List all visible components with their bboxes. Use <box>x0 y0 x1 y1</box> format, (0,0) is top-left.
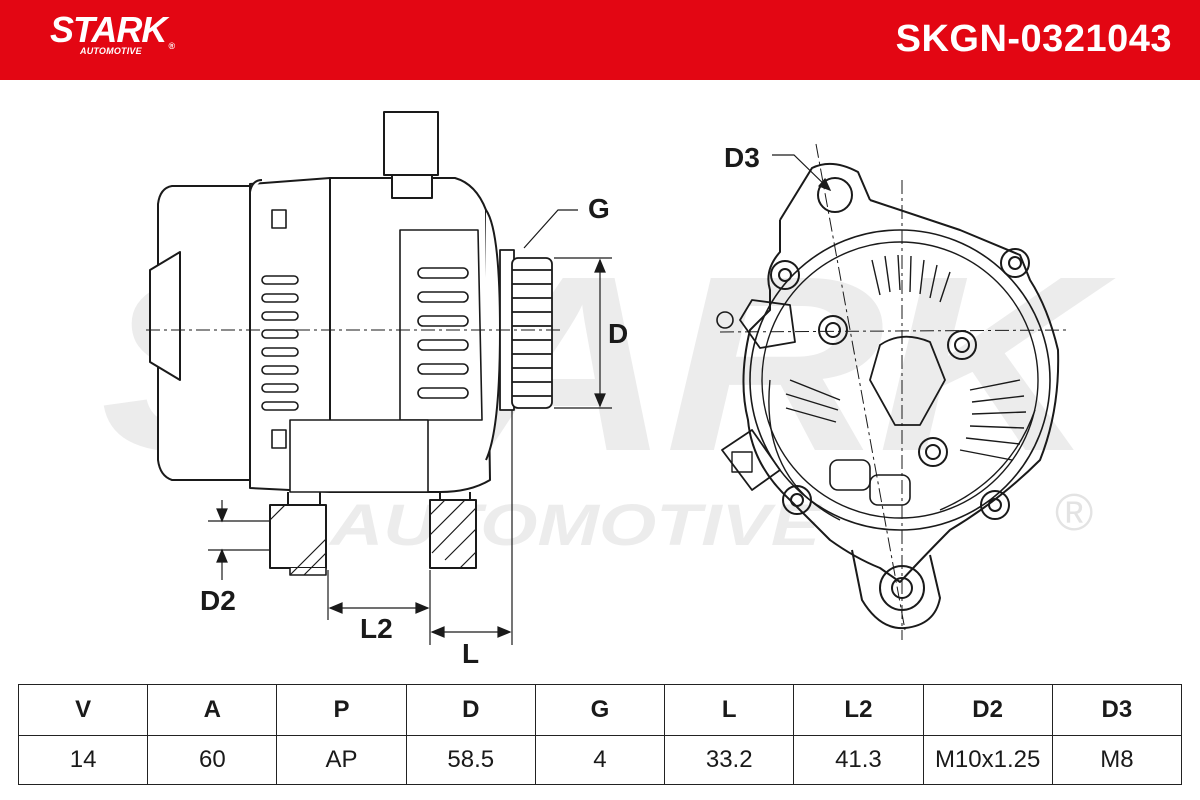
dim-label-d2: D2 <box>200 585 236 616</box>
part-number: SKGN-0321043 <box>895 18 1172 60</box>
spec-value-l: 33.2 <box>664 735 795 785</box>
dim-label-l2: L2 <box>360 613 393 644</box>
alternator-side-view <box>149 111 553 576</box>
stark-logo: STARK® AUTOMOTIVE <box>50 9 175 57</box>
watermark-sub: AUTOMOTIVE <box>327 493 822 558</box>
watermark-registered-icon: ® <box>1055 484 1094 542</box>
spec-table-header-row: V A P D G L L2 D2 D3 <box>17 684 1183 736</box>
spec-header-p: P <box>276 684 407 736</box>
spec-header-a: A <box>147 684 278 736</box>
section-hatching <box>269 499 477 576</box>
logo-name: STARK <box>50 9 167 50</box>
spec-header-l2: L2 <box>793 684 924 736</box>
spec-header-d3: D3 <box>1051 684 1183 736</box>
spec-value-d2: M10x1.25 <box>922 735 1053 785</box>
spec-value-d: 58.5 <box>405 735 536 785</box>
dim-label-g: G <box>588 193 610 224</box>
spec-value-l2: 41.3 <box>793 735 924 785</box>
spec-value-a: 60 <box>147 735 278 785</box>
alternator-rear-view <box>716 162 1060 630</box>
header-bar: STARK® AUTOMOTIVE SKGN-0321043 <box>0 0 1200 80</box>
spec-header-v: V <box>17 684 149 736</box>
side-view-dimensions <box>208 209 612 645</box>
spec-value-v: 14 <box>17 735 149 785</box>
spec-header-g: G <box>534 684 666 736</box>
logo-registered: ® <box>168 41 175 51</box>
spec-table-value-row: 14 60 AP 58.5 4 33.2 41.3 M10x1.25 M8 <box>17 735 1183 785</box>
dim-label-d: D <box>608 318 629 349</box>
technical-drawing: STARK AUTOMOTIVE <box>0 80 1200 670</box>
spec-header-l: L <box>664 684 795 736</box>
spec-value-p: AP <box>276 735 407 785</box>
d3-leader <box>772 154 832 192</box>
spec-table: V A P D G L L2 D2 D3 14 60 AP 58.5 4 33.… <box>17 684 1183 785</box>
logo-tagline: AUTOMOTIVE <box>80 46 142 56</box>
spec-header-d2: D2 <box>922 684 1053 736</box>
rear-view-center-lines <box>719 143 1071 640</box>
dim-label-l: L <box>462 638 480 669</box>
spec-value-g: 4 <box>534 735 666 785</box>
alternator-drawing-svg: STARK AUTOMOTIVE <box>100 111 1122 645</box>
spec-value-d3: M8 <box>1051 735 1183 785</box>
spec-header-d: D <box>405 684 536 736</box>
cooling-fins <box>785 254 1027 461</box>
dim-label-d3: D3 <box>724 142 760 173</box>
